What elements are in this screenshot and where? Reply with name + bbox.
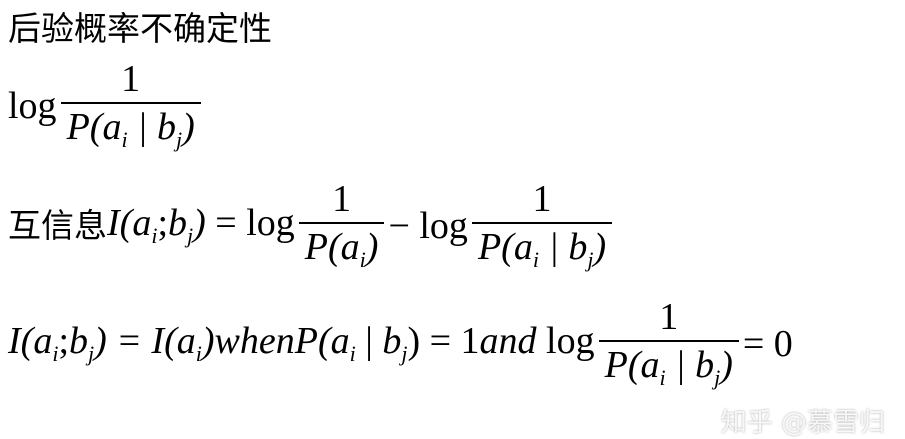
denominator: P(ai | bj) <box>604 344 733 390</box>
fraction-prior: 1 P(ai) <box>298 178 385 272</box>
mutual-info-label: 互信息 <box>8 206 107 245</box>
condition-formula: I(ai;bj) = I(ai)whenP(ai | bj) = 1and lo… <box>8 298 793 389</box>
denominator: P(ai | bj) <box>66 106 195 152</box>
numerator: 1 <box>121 58 141 100</box>
denominator: P(ai | bj) <box>477 226 607 272</box>
fraction-posterior-2: 1 P(ai | bj) <box>471 178 613 272</box>
numerator: 1 <box>659 296 679 338</box>
minus-log: − log <box>388 204 468 247</box>
numerator: 1 <box>332 178 352 220</box>
fraction-posterior-3: 1 P(ai | bj) <box>598 296 739 390</box>
numerator: 1 <box>532 178 552 220</box>
fraction-bar <box>471 222 613 224</box>
fraction-bar <box>60 102 201 104</box>
equals-zero: = 0 <box>742 322 793 365</box>
log-label: log <box>8 84 57 127</box>
fraction-bar <box>298 222 385 224</box>
heading: 后验概率不确定性 <box>8 9 272 48</box>
fraction-posterior: 1 P(ai | bj) <box>60 58 201 152</box>
watermark: 知乎 @慕雪归 <box>720 408 885 438</box>
condition-lhs: I(ai;bj) = I(ai)whenP(ai | bj) = 1and lo… <box>8 320 595 366</box>
mutual-info-lhs: I(ai;bj) = log <box>107 202 295 248</box>
fraction-bar <box>598 340 739 342</box>
denominator: P(ai) <box>304 226 379 272</box>
posterior-uncertainty-formula: log 1 P(ai | bj) <box>8 60 205 151</box>
mutual-info-formula: 互信息 I(ai;bj) = log 1 P(ai) − log 1 P(ai … <box>8 180 616 271</box>
